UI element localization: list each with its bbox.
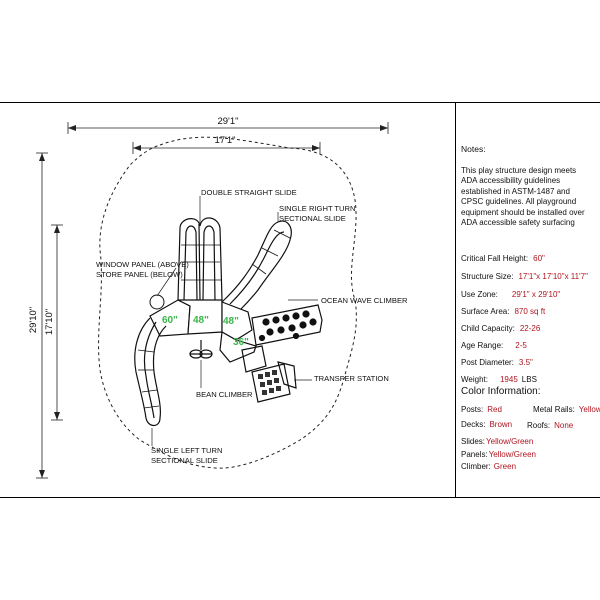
label-transfer-station: TRANSFER STATION: [314, 374, 389, 383]
spec-value: 29'1" x 29'10": [511, 290, 561, 299]
label-bean-climber: BEAN CLIMBER: [196, 390, 253, 399]
color-value: Yellow/Green: [488, 450, 536, 459]
spec-value: 2-5: [515, 341, 527, 350]
spec-label: Surface Area:: [461, 307, 510, 316]
notes-divider-line: [455, 102, 456, 498]
color-value: Yellow: [578, 405, 600, 414]
spec-value: 870 sq ft: [514, 307, 546, 316]
spec-label: Weight:: [461, 375, 488, 384]
label-single-left-turn-2: SECTIONAL SLIDE: [151, 456, 218, 465]
color-label: Panels:: [461, 450, 488, 459]
label-single-right-turn-2: SECTIONAL SLIDE: [279, 214, 346, 223]
ocean-wave-climber: [251, 304, 323, 346]
color-label: Posts:: [461, 405, 484, 414]
transfer-station: [241, 345, 297, 403]
deck-height-d: 36": [233, 337, 249, 348]
spec-age-range: Age Range: 2-5: [461, 341, 527, 350]
spec-label: Post Diameter:: [461, 358, 514, 367]
color-panels: Panels:Yellow/Green: [461, 450, 536, 459]
label-double-straight-slide: DOUBLE STRAIGHT SLIDE: [201, 188, 297, 197]
color-value: Yellow/Green: [486, 437, 534, 446]
overall-width-label: 29'1": [217, 116, 238, 127]
label-window-panel: WINDOW PANEL (ABOVE): [96, 260, 189, 269]
leader-window-panel: [156, 267, 177, 297]
color-info-heading: Color Information:: [461, 386, 541, 397]
color-label: Climber:: [461, 462, 491, 471]
deck-platforms: [149, 299, 257, 363]
color-metal-rails: Metal Rails:Yellow: [533, 405, 600, 414]
top-frame-line: [0, 102, 600, 103]
color-value: Green: [493, 462, 517, 471]
bean-climber: [189, 340, 213, 359]
double-straight-slide: [177, 217, 223, 301]
spec-critical-fall-height: Critical Fall Height: 60": [461, 254, 545, 263]
spec-value: 3.5": [518, 358, 533, 367]
spec-label: Structure Size:: [461, 272, 514, 281]
notes-title: Notes:: [461, 144, 486, 154]
color-slides: Slides:Yellow/Green: [461, 437, 533, 446]
notes-body: This play structure design meets ADA acc…: [461, 166, 585, 228]
color-label: Slides:: [461, 437, 486, 446]
structure-depth-dimension: 17'10": [44, 224, 63, 421]
spec-unit: LBS: [521, 375, 537, 384]
color-label: Metal Rails:: [533, 405, 575, 414]
color-value: Brown: [489, 420, 513, 429]
color-roofs: Roofs:None: [527, 421, 573, 430]
spec-label: Critical Fall Height:: [461, 254, 529, 263]
spec-value: 1945: [499, 375, 518, 384]
label-ocean-wave-climber: OCEAN WAVE CLIMBER: [321, 296, 408, 305]
spec-use-zone: Use Zone: 29'1" x 29'10": [461, 290, 560, 299]
color-decks: Decks:Brown: [461, 420, 512, 429]
label-store-panel: STORE PANEL (BELOW): [96, 270, 183, 279]
spec-surface-area: Surface Area: 870 sq ft: [461, 307, 545, 316]
color-label: Decks:: [461, 420, 486, 429]
spec-value: 22-26: [519, 324, 541, 333]
structure-depth-label: 17'10": [44, 309, 55, 335]
spec-label: Child Capacity:: [461, 324, 515, 333]
overall-depth-dimension: 29'10": [28, 152, 48, 479]
structure-width-dimension: 17'1": [132, 135, 321, 154]
color-value: Red: [487, 405, 502, 414]
deck-height-b: 48": [193, 315, 209, 326]
overall-width-dimension: 29'1": [67, 116, 389, 134]
window-panel: [149, 294, 165, 310]
spec-label: Age Range:: [461, 341, 504, 350]
deck-height-c: 48": [223, 316, 239, 327]
color-label: Roofs:: [527, 421, 551, 430]
spec-value: 17'1"x 17'10"x 11'7": [518, 272, 588, 281]
deck-height-a: 60": [162, 315, 178, 326]
spec-label: Use Zone:: [461, 290, 498, 299]
use-zone-outline: [98, 136, 357, 469]
overall-depth-label: 29'10": [28, 307, 39, 333]
single-right-turn-slide: [221, 220, 292, 311]
single-left-turn-slide: [134, 317, 167, 427]
color-value: None: [554, 421, 574, 430]
structure-width-label: 17'1": [214, 135, 235, 146]
color-posts: Posts:Red: [461, 405, 502, 414]
label-single-right-turn-1: SINGLE RIGHT TURN: [279, 204, 356, 213]
spec-child-capacity: Child Capacity: 22-26: [461, 324, 540, 333]
bottom-frame-line: [0, 497, 600, 498]
spec-value: 60": [533, 254, 545, 263]
spec-post-diameter: Post Diameter: 3.5": [461, 358, 533, 367]
color-climber: Climber:Green: [461, 462, 516, 471]
label-single-left-turn-1: SINGLE LEFT TURN: [151, 446, 222, 455]
spec-structure-size: Structure Size: 17'1"x 17'10"x 11'7": [461, 272, 588, 281]
